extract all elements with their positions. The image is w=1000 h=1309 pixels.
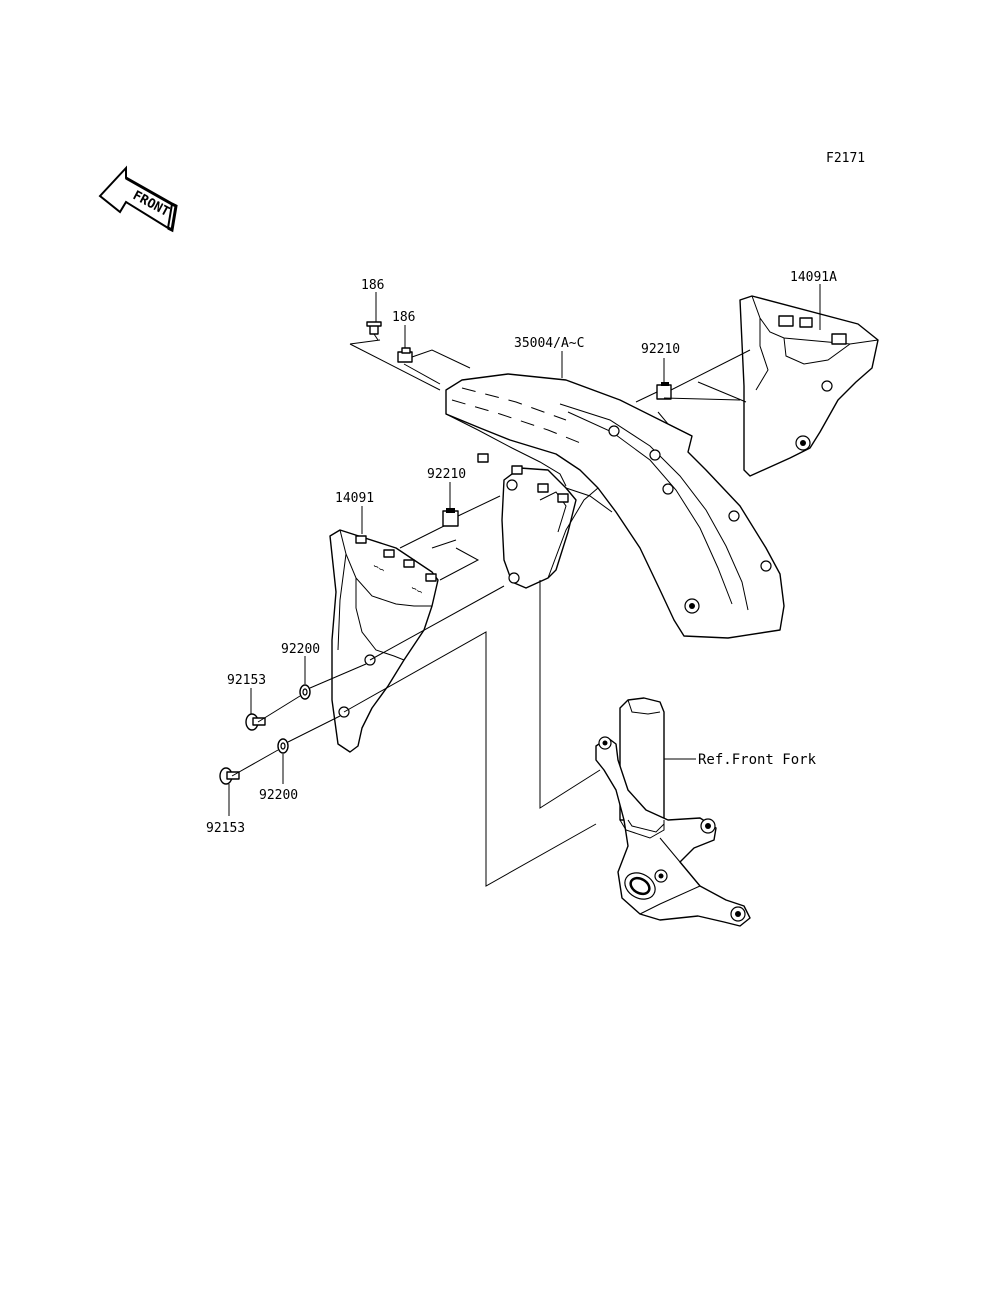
grommet-icon [442, 508, 459, 527]
left-fork-cover: ∽∽ ∽∽ [329, 529, 439, 753]
label-92200-lower: 92200 [259, 788, 298, 803]
mount-hole [608, 425, 620, 437]
label-92200-upper: 92200 [281, 642, 320, 657]
front-fender [445, 373, 785, 639]
mount-hole [649, 449, 661, 461]
label-92210-left: 92210 [427, 467, 466, 482]
figure-code: F2171 [826, 151, 865, 166]
svg-text:∽∽: ∽∽ [371, 561, 387, 576]
mount-hole [760, 560, 772, 572]
right-fork-cover [739, 295, 879, 477]
label-186-top: 186 [361, 278, 384, 293]
label-14091: 14091 [335, 491, 374, 506]
label-92210-right: 92210 [641, 342, 680, 357]
svg-text:∽∽: ∽∽ [409, 583, 425, 598]
leader-lines [228, 284, 821, 887]
mount-hole [821, 380, 833, 392]
label-35004: 35004/A~C [514, 336, 584, 351]
mount-hole [728, 510, 740, 522]
label-14091A: 14091A [790, 270, 837, 285]
screw-icon [245, 713, 266, 731]
label-186-lower: 186 [392, 310, 415, 325]
label-ref-front-fork: Ref.Front Fork [698, 752, 817, 768]
label-92153-lower: 92153 [206, 821, 245, 836]
front-fork-reference [595, 697, 751, 927]
mount-hole [662, 483, 674, 495]
front-arrow-icon: FRONT [98, 165, 178, 233]
bolt-icon [397, 347, 413, 363]
bolt-icon [366, 321, 382, 341]
grommet-icon [656, 382, 672, 400]
screw-icon [219, 767, 240, 785]
label-92153-upper: 92153 [227, 673, 266, 688]
